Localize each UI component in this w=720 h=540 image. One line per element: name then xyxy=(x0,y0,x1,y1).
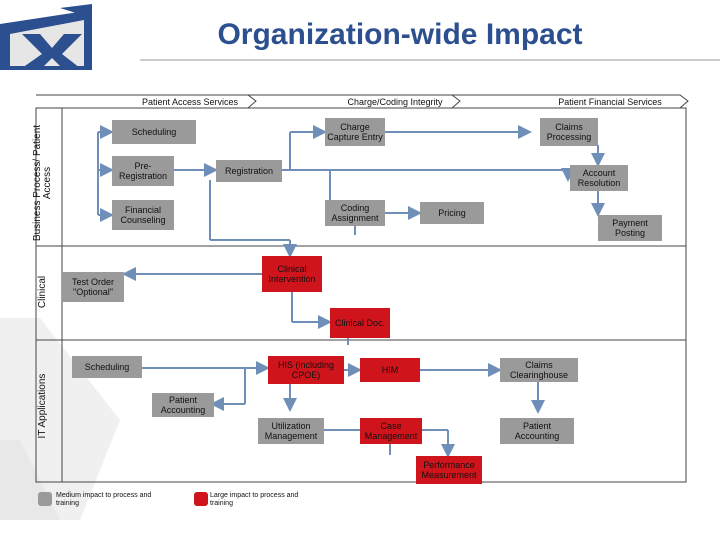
legend-large-label: Large impact to process and training xyxy=(210,492,299,507)
box-pricing: Pricing xyxy=(420,202,484,224)
box-case-management: Case Management xyxy=(360,418,422,444)
lane-business-process: Business Process/ Patient Access xyxy=(32,124,53,242)
box-it-scheduling: Scheduling xyxy=(72,356,142,378)
box-clinical-intervention: Clinical Intervention xyxy=(262,256,322,292)
legend-large-swatch xyxy=(194,492,208,506)
box-scheduling: Scheduling xyxy=(112,120,196,144)
box-patient-accounting-left: Patient Accounting xyxy=(152,393,214,417)
header-patient-financial: Patient Financial Services xyxy=(558,97,662,107)
box-utilization-management: Utilization Management xyxy=(258,418,324,444)
box-coding-assignment: Coding Assignment xyxy=(325,200,385,226)
box-charge-capture-entry: Charge Capture Entry xyxy=(325,118,385,146)
box-payment-posting: Payment Posting xyxy=(598,215,662,241)
legend-medium-swatch xyxy=(38,492,52,506)
box-financial-counseling: Financial Counseling xyxy=(112,200,174,230)
box-him: HIM xyxy=(360,358,420,382)
box-his-cpoe: HIS (including CPOE) xyxy=(268,356,344,384)
box-claims-clearinghouse: Claims Clearinghouse xyxy=(500,358,578,382)
page-title: Organization-wide Impact xyxy=(217,18,583,51)
legend-medium-label: Medium impact to process and training xyxy=(56,492,152,507)
box-test-order: Test Order "Optional" xyxy=(62,272,124,302)
box-claims-processing: Claims Processing xyxy=(540,118,598,146)
lane-it-applications: IT Applications xyxy=(37,373,48,439)
header-patient-access: Patient Access Services xyxy=(141,97,239,107)
lane-clinical: Clinical xyxy=(37,275,48,309)
box-registration: Registration xyxy=(216,160,282,182)
box-account-resolution: Account Resolution xyxy=(570,165,628,191)
box-performance-measurement: Performance Measurement xyxy=(416,456,482,484)
header-charge-coding: Charge/Coding Integrity xyxy=(347,97,443,107)
box-patient-accounting-right: Patient Accounting xyxy=(500,418,574,444)
box-clinical-doc: Clinical Doc. xyxy=(330,308,390,338)
box-pre-registration: Pre-Registration xyxy=(112,156,174,186)
company-logo xyxy=(0,4,92,70)
